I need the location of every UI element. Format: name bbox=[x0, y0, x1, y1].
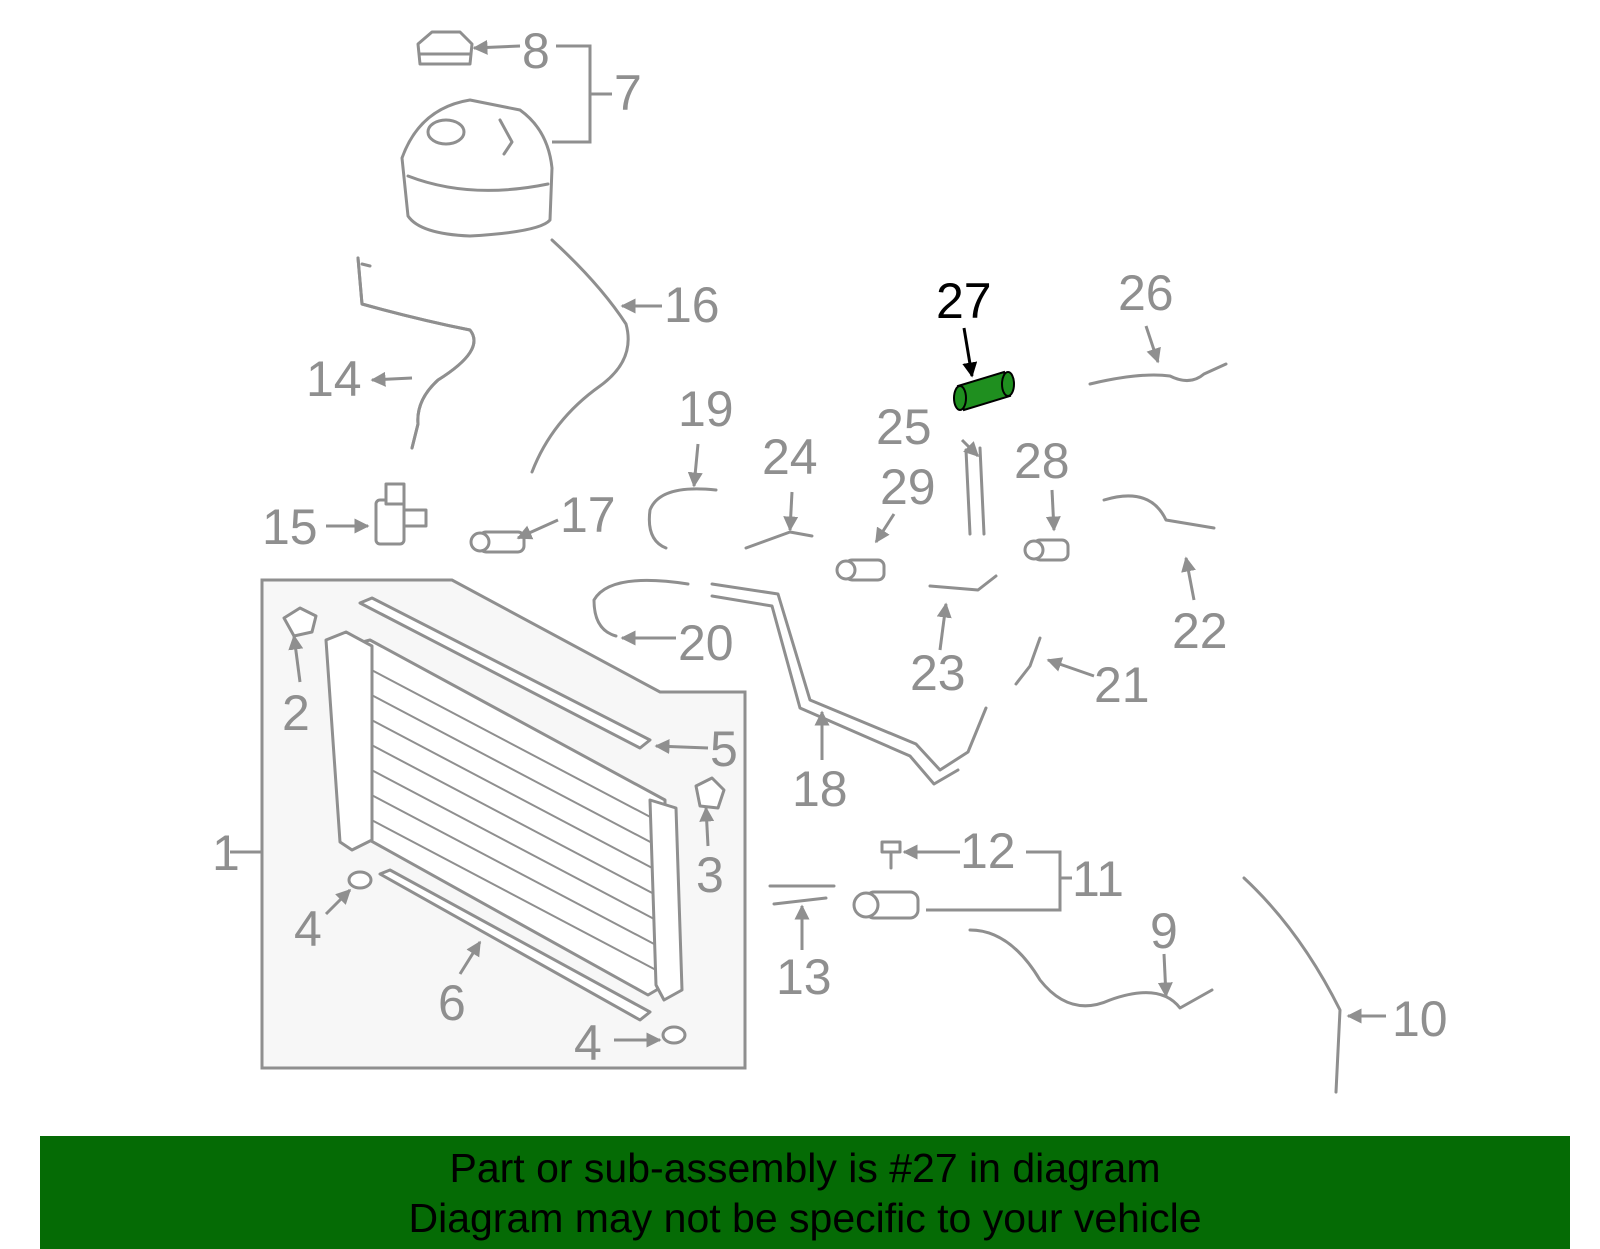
callout-8: 8 bbox=[522, 23, 550, 79]
hose-23[interactable] bbox=[928, 574, 998, 592]
callout-5: 5 bbox=[710, 721, 738, 777]
callout-labels: 1 2 3 4 4 5 6 7 8 9 10 11 12 13 14 15 16… bbox=[212, 23, 1448, 1071]
callout-14: 14 bbox=[306, 351, 362, 407]
hose-16[interactable] bbox=[530, 238, 630, 474]
callout-18: 18 bbox=[792, 761, 848, 817]
callout-7: 7 bbox=[614, 65, 642, 121]
callout-2: 2 bbox=[282, 685, 310, 741]
fitting-11[interactable] bbox=[852, 890, 920, 920]
callout-6: 6 bbox=[438, 975, 466, 1031]
banner-line-2: Diagram may not be specific to your vehi… bbox=[408, 1194, 1202, 1241]
hose-21[interactable] bbox=[1014, 636, 1042, 686]
hose-25[interactable] bbox=[978, 446, 986, 536]
callout-16: 16 bbox=[664, 277, 720, 333]
expansion-tank[interactable] bbox=[400, 98, 554, 238]
callout-1: 1 bbox=[212, 825, 240, 881]
info-banner: Part or sub-assembly is #27 in diagram D… bbox=[40, 1136, 1570, 1249]
hose-14[interactable] bbox=[356, 256, 476, 450]
callout-11: 11 bbox=[1072, 851, 1124, 907]
callout-12: 12 bbox=[960, 823, 1016, 879]
fitting-28[interactable] bbox=[1023, 538, 1070, 562]
callout-13: 13 bbox=[776, 949, 832, 1005]
hose-9[interactable] bbox=[968, 928, 1214, 1010]
hose-10[interactable] bbox=[1242, 876, 1342, 1094]
callout-4b: 4 bbox=[574, 1015, 602, 1071]
callout-26: 26 bbox=[1118, 265, 1174, 321]
reservoir-cap[interactable] bbox=[416, 30, 474, 66]
callout-15: 15 bbox=[262, 499, 318, 555]
banner-line-1: Part or sub-assembly is #27 in diagram bbox=[449, 1144, 1161, 1191]
callout-20: 20 bbox=[678, 615, 734, 671]
bolt-12[interactable] bbox=[880, 840, 902, 870]
callout-3: 3 bbox=[696, 847, 724, 903]
callout-4a: 4 bbox=[294, 901, 322, 957]
fitting-15[interactable] bbox=[374, 482, 428, 546]
pipe-18[interactable] bbox=[710, 582, 988, 772]
callout-19: 19 bbox=[678, 381, 734, 437]
callout-28: 28 bbox=[1014, 433, 1070, 489]
callout-22: 22 bbox=[1172, 603, 1228, 659]
callout-21: 21 bbox=[1094, 657, 1150, 713]
fitting-29[interactable] bbox=[835, 558, 886, 582]
hose-19[interactable] bbox=[647, 487, 718, 550]
callout-10: 10 bbox=[1392, 991, 1448, 1047]
callout-25: 25 bbox=[876, 399, 932, 455]
hose-13[interactable] bbox=[768, 884, 836, 906]
hose-24[interactable] bbox=[744, 530, 814, 550]
callout-27: 27 bbox=[936, 273, 992, 329]
radiator-assembly[interactable] bbox=[260, 578, 747, 1070]
callout-24: 24 bbox=[762, 429, 818, 485]
callout-17: 17 bbox=[560, 487, 616, 543]
hose-22[interactable] bbox=[1102, 494, 1216, 530]
callout-23: 23 bbox=[910, 645, 966, 701]
callout-9: 9 bbox=[1150, 903, 1178, 959]
callout-29: 29 bbox=[880, 459, 936, 515]
leader-lines bbox=[230, 39, 1386, 1048]
hose-20[interactable] bbox=[592, 578, 690, 638]
hose-26[interactable] bbox=[1088, 362, 1228, 386]
fitting-17[interactable] bbox=[469, 530, 526, 554]
highlighted-part-27[interactable] bbox=[953, 370, 1015, 412]
